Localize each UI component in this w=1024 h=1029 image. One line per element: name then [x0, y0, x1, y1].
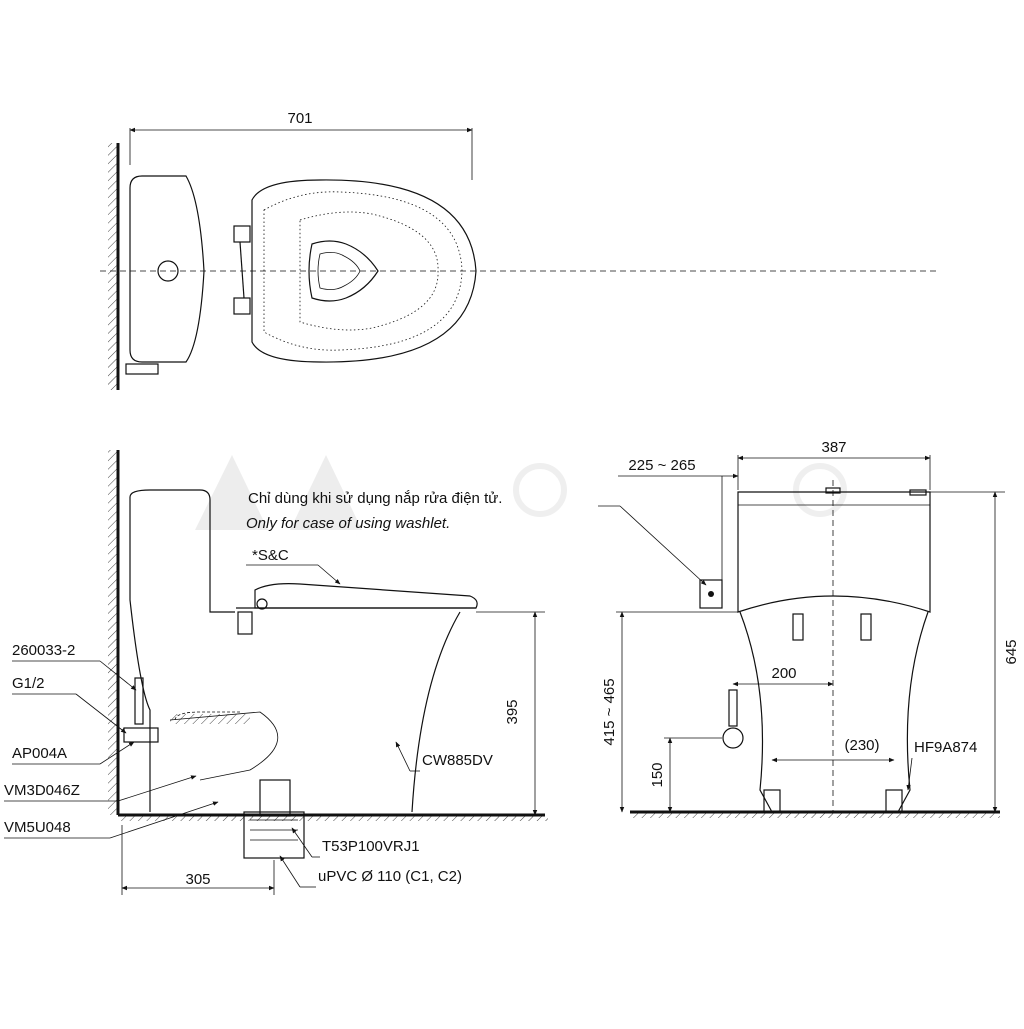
dim-front-height: 645 [1003, 639, 1020, 664]
dim-inlet-range: 415 ~ 465 [601, 678, 618, 745]
label-hf9a874: HF9A874 [914, 739, 977, 756]
dim-seat-height: 395 [504, 699, 521, 724]
note-vi: Chỉ dùng khi sử dụng nắp rửa điện tử. [248, 490, 502, 507]
dim-top-width: 701 [287, 110, 312, 127]
label-260033-2: 260033-2 [12, 642, 75, 659]
dim-feet-span: (230) [844, 737, 879, 754]
dim-center-offset: 200 [771, 665, 796, 682]
dim-inlet-low: 150 [649, 762, 666, 787]
side-view: 395 305 *S&C 260033-2 G1/2 AP004A VM3D04… [4, 450, 707, 895]
label-vm3d046z: VM3D046Z [4, 782, 80, 799]
label-g12: G1/2 [12, 675, 45, 692]
label-t53p100vrj1: T53P100VRJ1 [322, 838, 420, 855]
dim-front-width: 387 [821, 439, 846, 456]
front-view: 387 225 ~ 265 645 415 ~ 465 150 200 (230… [601, 439, 1020, 818]
label-sc: *S&C [252, 547, 289, 564]
top-view: 701 [100, 110, 940, 390]
dim-depth: 305 [185, 871, 210, 888]
note-en: Only for case of using washlet. [246, 515, 450, 532]
watermark [195, 455, 847, 530]
dim-tap-range: 225 ~ 265 [628, 457, 695, 474]
label-ap004a: AP004A [12, 745, 67, 762]
label-vm5u048: VM5U048 [4, 819, 71, 836]
label-upvc: uPVC Ø 110 (C1, C2) [318, 868, 462, 885]
label-cw885dv: CW885DV [422, 752, 493, 769]
